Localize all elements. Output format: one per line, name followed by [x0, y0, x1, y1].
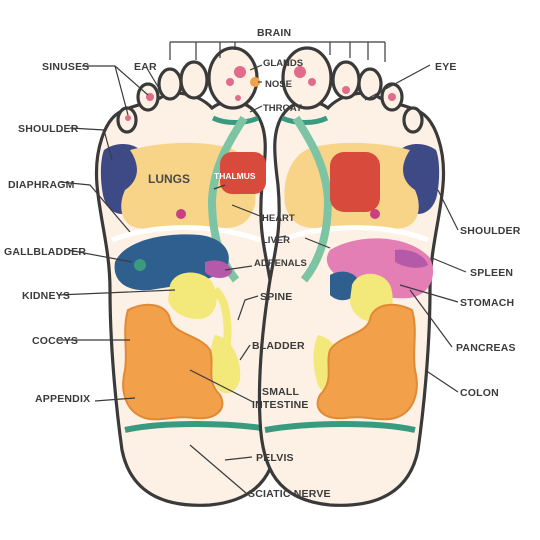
- brain-bracket: [169, 41, 386, 62]
- right-thalmus: [330, 152, 380, 212]
- right-eye-point: [342, 86, 350, 94]
- label-diaphragm: DIAPHRAGM: [8, 179, 75, 191]
- label-spleen: SPLEEN: [470, 267, 513, 279]
- label-eye: EYE: [435, 61, 457, 73]
- right-big-toe: [281, 46, 333, 110]
- left-pelvis-band: [124, 421, 276, 433]
- left-heart-point: [176, 209, 186, 219]
- label-heart: HEART: [262, 213, 295, 224]
- right-pelvis-band: [264, 421, 416, 433]
- left-intestine: [122, 303, 224, 421]
- left-eye-point: [235, 95, 241, 101]
- label-lungs: LUNGS: [148, 172, 190, 186]
- right-diaphragm: [279, 225, 429, 243]
- label-sciatic-nerve: SCIATIC NERVE: [248, 488, 331, 500]
- label-intestine: INTESTINE: [252, 399, 309, 411]
- label-pelvis: PELVIS: [256, 452, 294, 464]
- label-stomach: STOMACH: [460, 297, 514, 309]
- label-ear: EAR: [134, 61, 157, 73]
- label-shoulder-right: SHOULDER: [460, 225, 521, 237]
- left-toe-3: [157, 67, 183, 101]
- right-spleen: [395, 249, 428, 268]
- right-pituitary-point: [308, 78, 316, 86]
- right-throat-band: [280, 115, 329, 125]
- label-glands: GLANDS: [263, 58, 303, 69]
- left-throat-band: [211, 115, 260, 125]
- left-thalmus: [220, 152, 266, 194]
- right-foot: [257, 46, 446, 507]
- left-kidney: [168, 272, 217, 320]
- label-pancreas: PANCREAS: [456, 342, 516, 354]
- label-throat: THROAT: [263, 103, 302, 114]
- label-small: SMALL: [262, 386, 300, 398]
- left-bladder: [210, 335, 241, 394]
- left-big-toe: [207, 46, 259, 110]
- label-appendix: APPENDIX: [35, 393, 90, 405]
- label-sinuses: SINUSES: [42, 61, 90, 73]
- right-ear-point: [388, 93, 396, 101]
- label-brain: BRAIN: [257, 27, 291, 39]
- left-foot: [94, 46, 283, 507]
- left-ear-point-2: [125, 115, 131, 121]
- label-bladder: BLADDER: [252, 340, 305, 352]
- label-kidneys: KIDNEYS: [22, 290, 70, 302]
- right-brain-point: [294, 66, 306, 78]
- right-intestine: [316, 303, 418, 421]
- right-toe-5: [402, 106, 424, 134]
- right-heart-point: [370, 209, 380, 219]
- labels: BRAIN GLANDS NOSE THROAT SINUSES EAR EYE…: [4, 27, 521, 500]
- label-shoulder-left: SHOULDER: [18, 123, 79, 135]
- label-liver: LIVER: [262, 235, 290, 246]
- left-pituitary-point: [226, 78, 234, 86]
- left-nose-point: [250, 77, 260, 87]
- leader-lines: [57, 64, 467, 494]
- left-toe-2: [179, 60, 209, 100]
- label-spine: SPINE: [260, 291, 293, 303]
- left-brain-point: [234, 66, 246, 78]
- right-toe-3: [357, 67, 383, 101]
- label-coccys: COCCYS: [32, 335, 78, 347]
- label-gallbladder: GALLBLADDER: [4, 246, 86, 258]
- left-gallbladder-point: [134, 259, 146, 271]
- left-adrenal: [205, 260, 232, 278]
- right-spine: [292, 115, 333, 283]
- label-thalmus: THALMUS: [214, 171, 256, 181]
- label-nose: NOSE: [265, 79, 292, 90]
- left-diaphragm: [111, 225, 261, 243]
- label-colon: COLON: [460, 387, 499, 399]
- label-adrenals: ADRENALS: [254, 258, 307, 269]
